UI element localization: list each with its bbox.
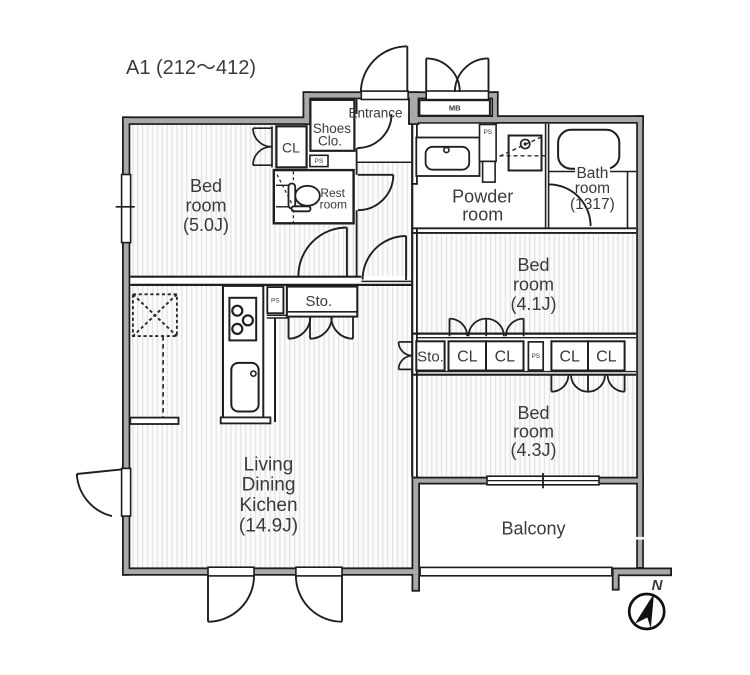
svg-text:Sto.: Sto. (305, 293, 332, 310)
svg-text:N: N (652, 577, 664, 594)
svg-text:Clo.: Clo. (318, 134, 342, 149)
svg-text:Living: Living (244, 454, 294, 475)
svg-text:room: room (513, 275, 554, 295)
svg-text:room: room (462, 205, 503, 225)
svg-text:room: room (575, 180, 610, 197)
svg-text:Bath: Bath (576, 165, 608, 182)
svg-text:A1 (212〜412): A1 (212〜412) (126, 57, 256, 79)
svg-text:Powder: Powder (452, 187, 513, 207)
svg-text:Bed: Bed (517, 403, 549, 423)
svg-text:Rest: Rest (320, 186, 345, 200)
svg-text:PS: PS (531, 353, 540, 360)
svg-text:Entrance: Entrance (348, 106, 402, 121)
svg-text:room: room (185, 196, 226, 216)
svg-text:MB: MB (449, 104, 461, 113)
svg-text:CL: CL (457, 349, 478, 366)
svg-text:PS: PS (483, 129, 492, 136)
svg-text:room: room (513, 422, 554, 442)
svg-text:Shoes: Shoes (313, 121, 352, 136)
svg-text:CL: CL (559, 349, 580, 366)
svg-text:(1317): (1317) (570, 196, 615, 213)
svg-text:Kichen: Kichen (239, 495, 297, 516)
svg-text:Dining: Dining (242, 475, 296, 496)
svg-text:Bed: Bed (190, 176, 222, 196)
svg-text:Balcony: Balcony (501, 518, 565, 538)
svg-text:(14.9J): (14.9J) (239, 515, 298, 536)
svg-text:Bed: Bed (517, 255, 549, 275)
svg-text:CL: CL (495, 349, 516, 366)
svg-text:Sto.: Sto. (417, 348, 444, 365)
svg-text:CL: CL (596, 349, 617, 366)
svg-text:room: room (320, 197, 347, 211)
svg-text:(4.1J): (4.1J) (510, 294, 556, 314)
svg-text:PS: PS (315, 158, 324, 165)
svg-text:(4.3J): (4.3J) (510, 440, 556, 460)
svg-text:(5.0J): (5.0J) (183, 215, 229, 235)
svg-text:PS: PS (271, 297, 280, 304)
svg-text:CL: CL (282, 140, 300, 156)
